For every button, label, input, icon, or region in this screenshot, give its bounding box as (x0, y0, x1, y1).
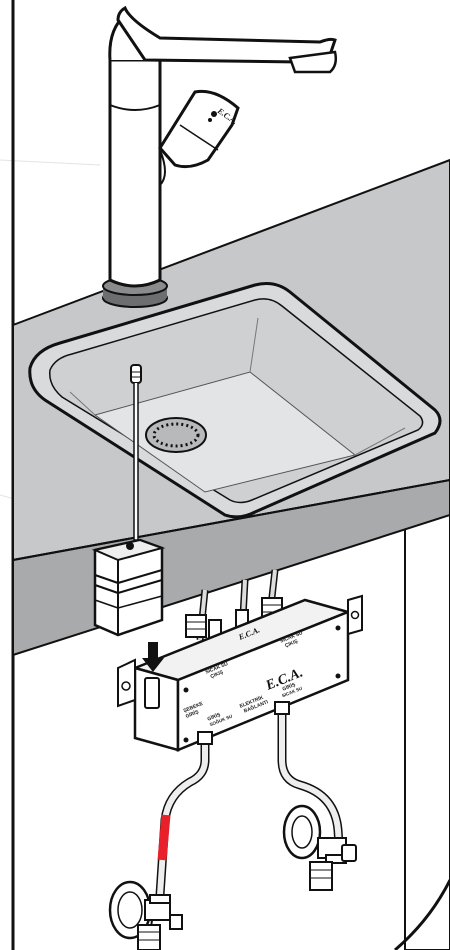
svg-text:GİRİŞ: GİRİŞ (206, 711, 222, 723)
power-module (91, 538, 166, 637)
cabinet-right-panel (404, 503, 450, 950)
svg-text:ÇIKIŞ: ÇIKIŞ (210, 669, 225, 680)
faucet: E.C.A. (102, 5, 338, 308)
cabinet-curve-edge (394, 879, 450, 950)
sink-basin (28, 282, 442, 519)
svg-text:ÇIKIŞ: ÇIKIŞ (284, 638, 299, 649)
angle-valve-icon (108, 880, 183, 950)
svg-text:GİRİŞ: GİRİŞ (281, 681, 297, 693)
svg-text:GİRİŞ: GİRİŞ (184, 708, 200, 720)
control-box: E.C.A. E.C.A. SICAK SU ÇIKIŞ SICAK SU ÇI… (117, 594, 363, 752)
sink-drain (145, 417, 207, 453)
cold-hose-marker (157, 814, 171, 861)
arrow-down-icon (142, 642, 164, 672)
angle-valve-icon (282, 804, 357, 891)
inlet-hoses (155, 701, 345, 896)
